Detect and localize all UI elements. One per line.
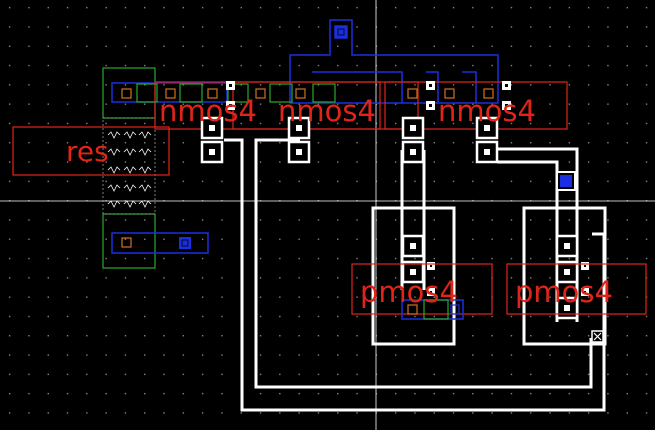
top-bar-contacts — [121, 88, 218, 248]
contact-inner-squares — [209, 125, 570, 311]
zigzag-icon — [107, 131, 152, 208]
nmos-c-label: nmos4 — [438, 94, 536, 128]
bottom-blue-contact-icon[interactable] — [179, 237, 191, 249]
res-device-outline[interactable] — [12, 126, 170, 176]
pmos-b-label: pmos4 — [515, 275, 613, 309]
pmos-a-label: pmos4 — [360, 275, 458, 309]
top-diffusion-segments — [136, 83, 336, 103]
cross-box-icon[interactable] — [591, 330, 604, 343]
nmos-b-label: nmos4 — [278, 94, 376, 128]
pmos-a-outline[interactable] — [351, 263, 493, 315]
pmos-b-outline[interactable] — [506, 263, 647, 315]
bottom-poly-bar[interactable] — [111, 232, 209, 254]
res-label: res — [66, 135, 109, 168]
top-marker-squares — [226, 81, 511, 110]
top-poly-bar[interactable] — [111, 82, 228, 103]
nmos-a-label: nmos4 — [159, 94, 257, 128]
pmos-marker-squares — [427, 262, 589, 296]
top-contact-icon[interactable] — [334, 25, 348, 39]
top-row-contacts — [255, 88, 494, 99]
